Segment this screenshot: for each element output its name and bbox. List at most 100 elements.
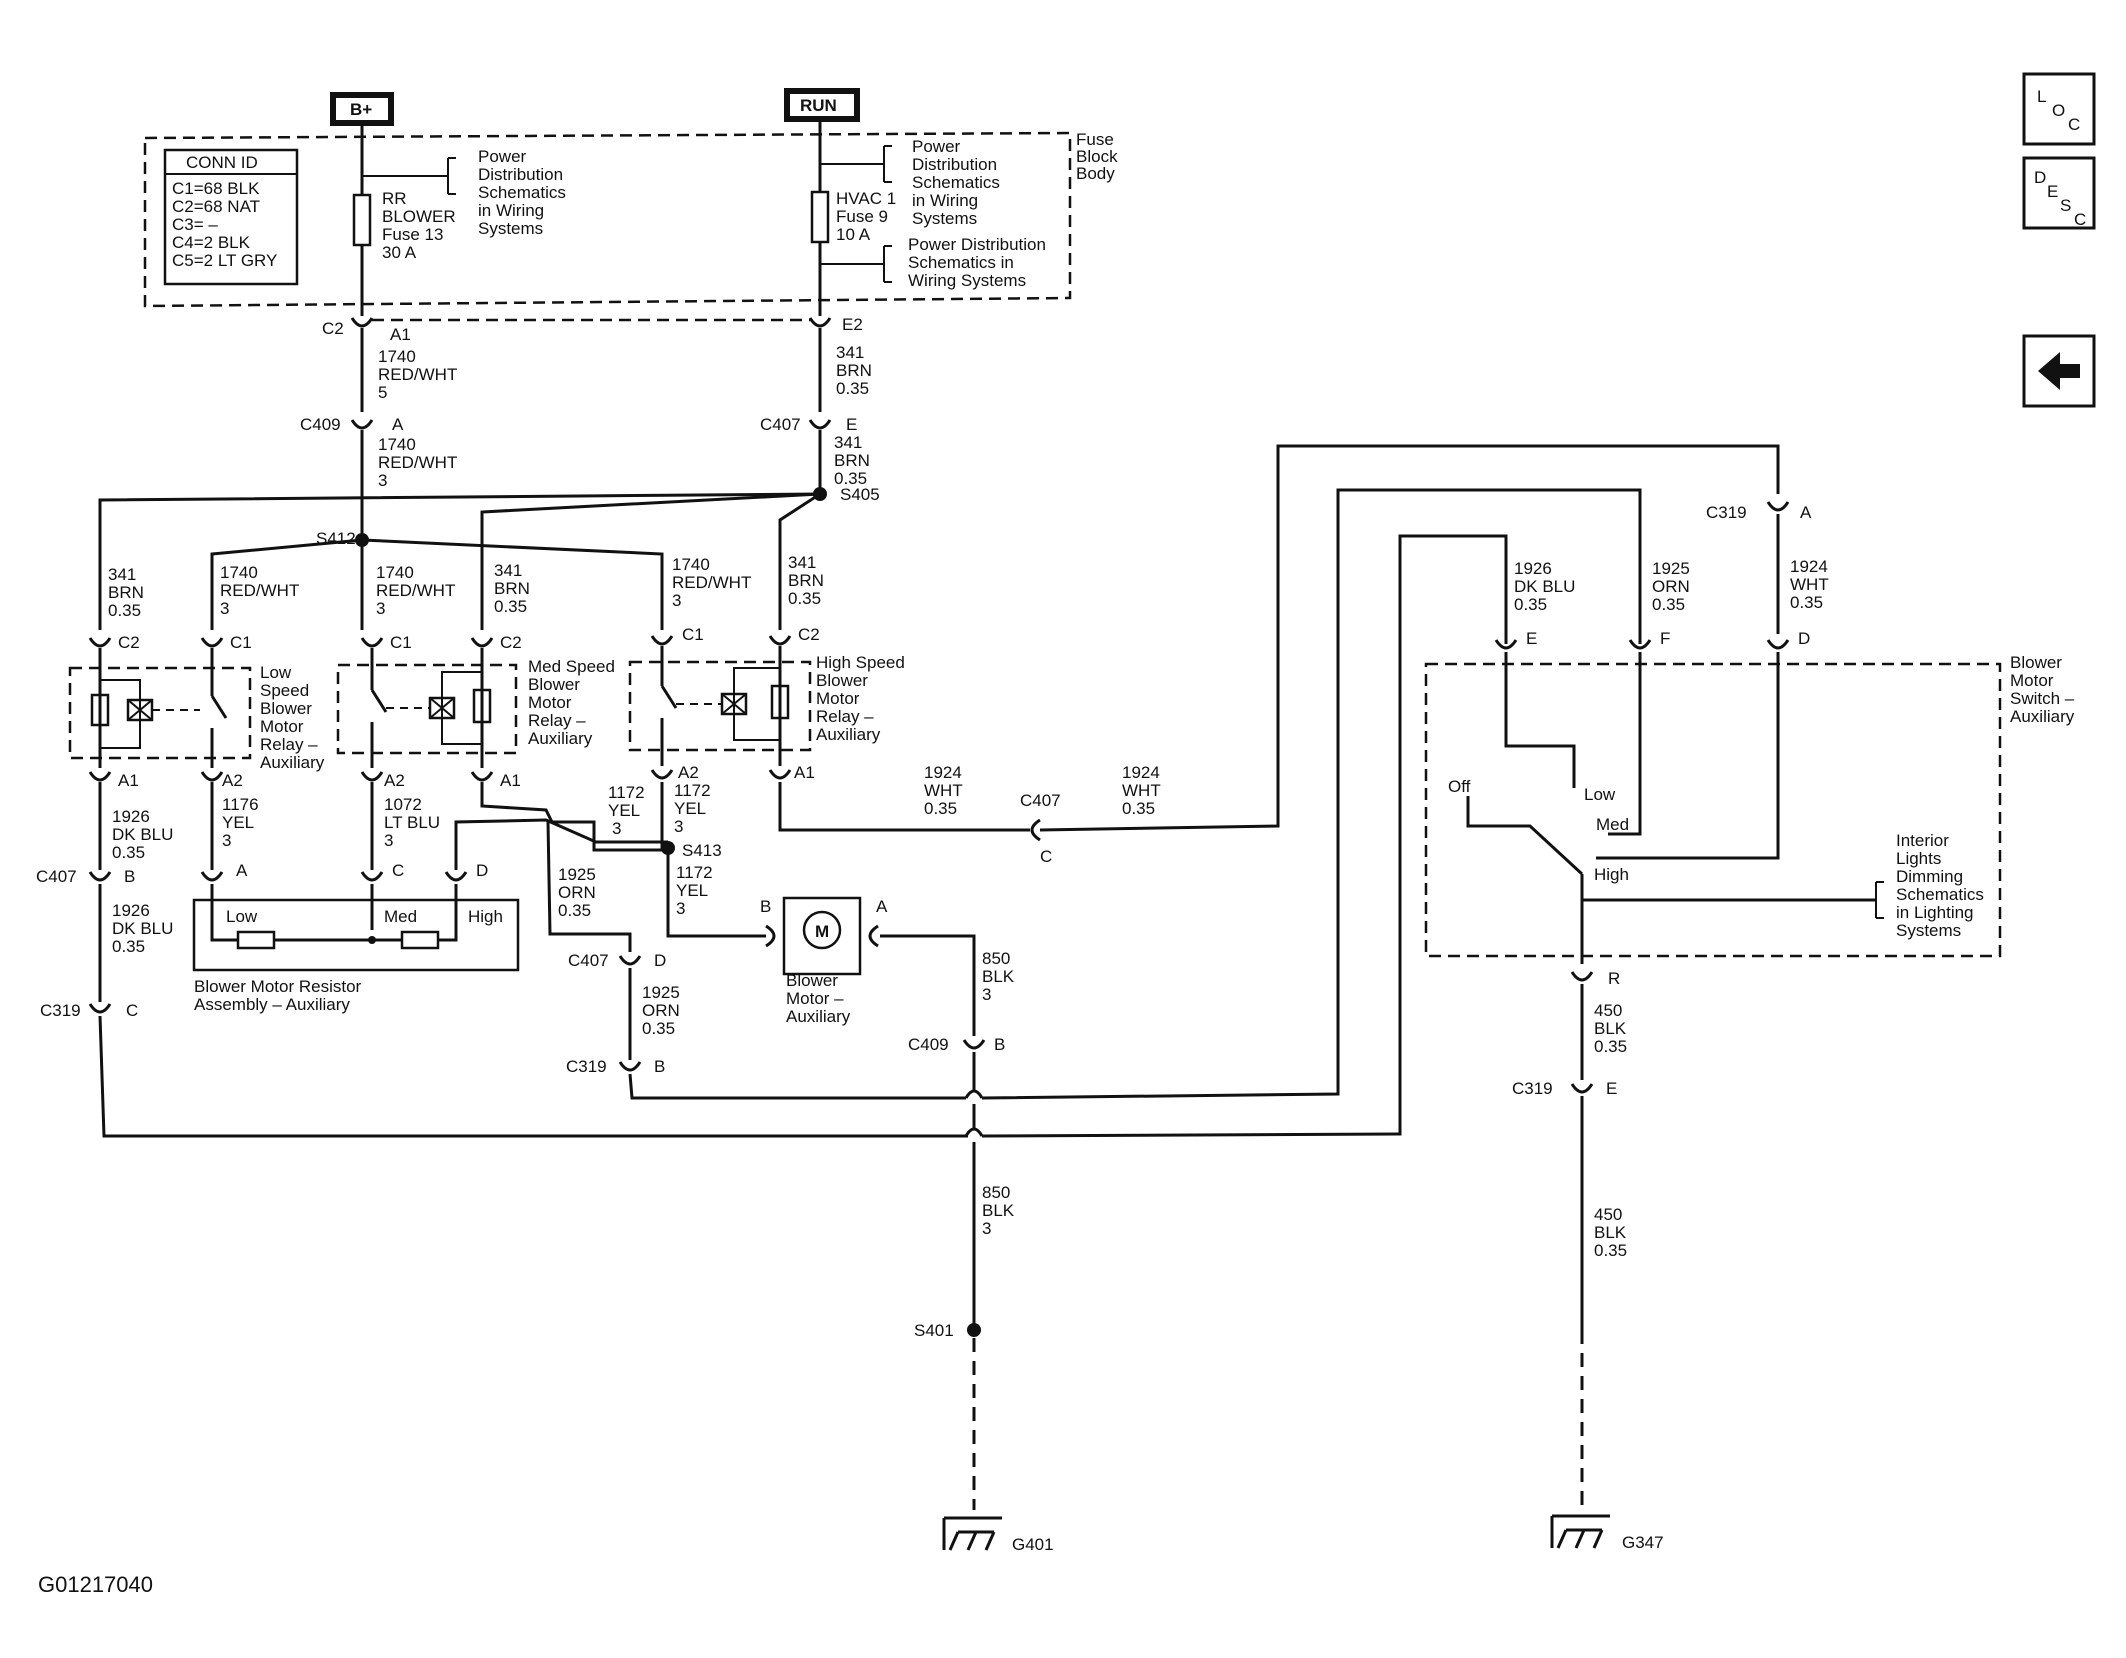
wire-segment — [361, 538, 664, 630]
component-box — [400, 930, 440, 950]
fuse-block-label-3: Body — [1076, 164, 1115, 183]
label-wires-w1176-0: 1176 — [222, 795, 259, 814]
component-box — [1424, 662, 2002, 958]
desc-button[interactable]: D E S C — [2022, 156, 2096, 230]
label-connectors-c407-b-conn: C407 — [36, 867, 77, 886]
wire-segment — [1039, 444, 1780, 832]
component-box — [2022, 156, 2096, 230]
label-fuse-block-rr-fuse-1: BLOWER — [382, 207, 456, 226]
wire-segment — [618, 955, 642, 966]
wire-segment — [666, 848, 766, 938]
label-wires-w341-med-2: 0.35 — [494, 597, 527, 616]
label-fuse-block-pd-ref-2-2: Schematics — [912, 173, 1000, 192]
fuse-block-outline — [143, 131, 1072, 308]
label-components-med-relay-1: Blower — [528, 675, 580, 694]
label-connectors-relay-pins-c2: C2 — [798, 625, 820, 644]
label-splices-s401: S401 — [914, 1321, 954, 1340]
label-wires-w1926-sw-0: 1926 — [1514, 559, 1552, 578]
label-fuse-block-rr-fuse-0: RR — [382, 189, 407, 208]
label-wires-w341-e2-1: BRN — [836, 361, 872, 380]
wire-segment — [438, 930, 458, 942]
wire-segment — [808, 317, 832, 328]
label-wires-w1924-a-1: WHT — [924, 781, 963, 800]
component-box — [90, 693, 110, 727]
junction-symbol — [802, 910, 842, 950]
label-components-low-relay-2: Blower — [260, 699, 312, 718]
back-button[interactable] — [2022, 334, 2096, 408]
label-wires-w850-b-2: 3 — [982, 1219, 991, 1238]
label-wires-w1072-1: LT BLU — [384, 813, 440, 832]
wire-segment — [962, 1039, 986, 1050]
wire-segment — [1494, 639, 1518, 650]
label-connectors-c407-e-conn: C407 — [760, 415, 801, 434]
ground-g401 — [942, 1516, 1002, 1551]
label-fuse-block-pd-ref-3-2: Wiring Systems — [908, 271, 1026, 290]
label-fuse-block-pd-ref-3-1: Schematics in — [908, 253, 1014, 272]
wire-segment — [1550, 1516, 1604, 1549]
wire-segment — [210, 695, 228, 719]
label-wires-w1926-a-1: DK BLU — [112, 825, 173, 844]
wire-segment — [127, 699, 153, 721]
label-wires-w850-a-0: 850 — [982, 949, 1010, 968]
label-wires-w1925-sw-1: ORN — [1652, 577, 1690, 596]
label-wires-w1176-2: 3 — [222, 831, 231, 850]
label-fuse-block-rr-fuse-3: 30 A — [382, 243, 417, 262]
label-fuse-block-conn-id-rows-2: C3= – — [172, 215, 218, 234]
component-box — [790, 94, 854, 116]
label-wires-w1925-b-1: ORN — [642, 1001, 680, 1020]
label-connectors-res-pins-d: D — [476, 861, 488, 880]
wire-segment — [441, 671, 482, 745]
desc-letter-s: S — [2060, 196, 2071, 215]
label-wires-w341-e2-2: 0.35 — [836, 379, 869, 398]
wire-segment — [1466, 796, 1584, 876]
wire-segment — [370, 689, 388, 713]
label-connectors-relay-pins-a2: A2 — [384, 771, 405, 790]
label-wires-w1925-a-1: ORN — [558, 883, 596, 902]
wire-segment — [880, 934, 976, 1036]
wire-segment — [1766, 501, 1790, 512]
label-wires-w1172-c-1: YEL — [676, 881, 708, 900]
label-wires-w1740-high-1: RED/WHT — [672, 573, 751, 592]
label-components-resistor-high: High — [468, 907, 503, 926]
hvac-fuse — [810, 190, 830, 244]
component-box — [2022, 72, 2096, 146]
label-wires-w341-s405-2: 0.35 — [834, 469, 867, 488]
label-wires-w1925-sw-0: 1925 — [1652, 559, 1690, 578]
label-connectors-motor-pins-a: A — [876, 897, 888, 916]
label-wires-w1740-3a-0: 1740 — [378, 435, 416, 454]
wire-segment — [650, 769, 674, 780]
label-wires-w1740-med-1: RED/WHT — [376, 581, 455, 600]
label-wires-w1925-b-2: 0.35 — [642, 1019, 675, 1038]
label-fuse-block-hvac-fuse-1: Fuse 9 — [836, 207, 888, 226]
junction-symbol — [368, 936, 376, 944]
wire-segment — [88, 771, 112, 782]
fuse-block-label-1: Fuse — [1076, 130, 1114, 149]
wire-segment — [1030, 818, 1041, 842]
label-connectors-c319-b-pin: B — [654, 1057, 665, 1076]
label-connectors-res-pins-c: C — [392, 861, 404, 880]
label-wires-w341-med-0: 341 — [494, 561, 522, 580]
label-wires-w450-b-0: 450 — [1594, 1205, 1622, 1224]
label-components-motor-name-0: Blower — [786, 971, 838, 990]
label-wires-w341-s405-1: BRN — [834, 451, 870, 470]
wire-segment — [480, 782, 672, 852]
label-wires-w341-low-1: BRN — [108, 583, 144, 602]
label-fuse-block-pd-ref-1-0: Power — [478, 147, 527, 166]
label-components-switch-name-2: Switch – — [2010, 689, 2075, 708]
figure-id: G01217040 — [38, 1572, 153, 1597]
label-wires-w450-a-1: BLK — [1594, 1019, 1627, 1038]
label-connectors-relay-pins-a1: A1 — [500, 771, 521, 790]
wire-segment — [808, 419, 832, 430]
label-connectors-c2-a1-conn: C2 — [322, 319, 344, 338]
label-connectors-sw-e: E — [1526, 629, 1537, 648]
label-components-switch-dimming-ref-5: Systems — [1896, 921, 1961, 940]
label-components-high-relay-1: Blower — [816, 671, 868, 690]
loc-button[interactable]: L O C — [2022, 72, 2096, 146]
wire-segment — [1570, 1083, 1594, 1094]
label-connectors-res-pins-a: A — [236, 861, 248, 880]
label-components-med-relay-4: Auxiliary — [528, 729, 593, 748]
wire-segment — [360, 771, 384, 782]
label-components-med-relay-3: Relay – — [528, 711, 586, 730]
label-components-low-relay-5: Auxiliary — [260, 753, 325, 772]
wire-segment — [628, 1073, 966, 1100]
